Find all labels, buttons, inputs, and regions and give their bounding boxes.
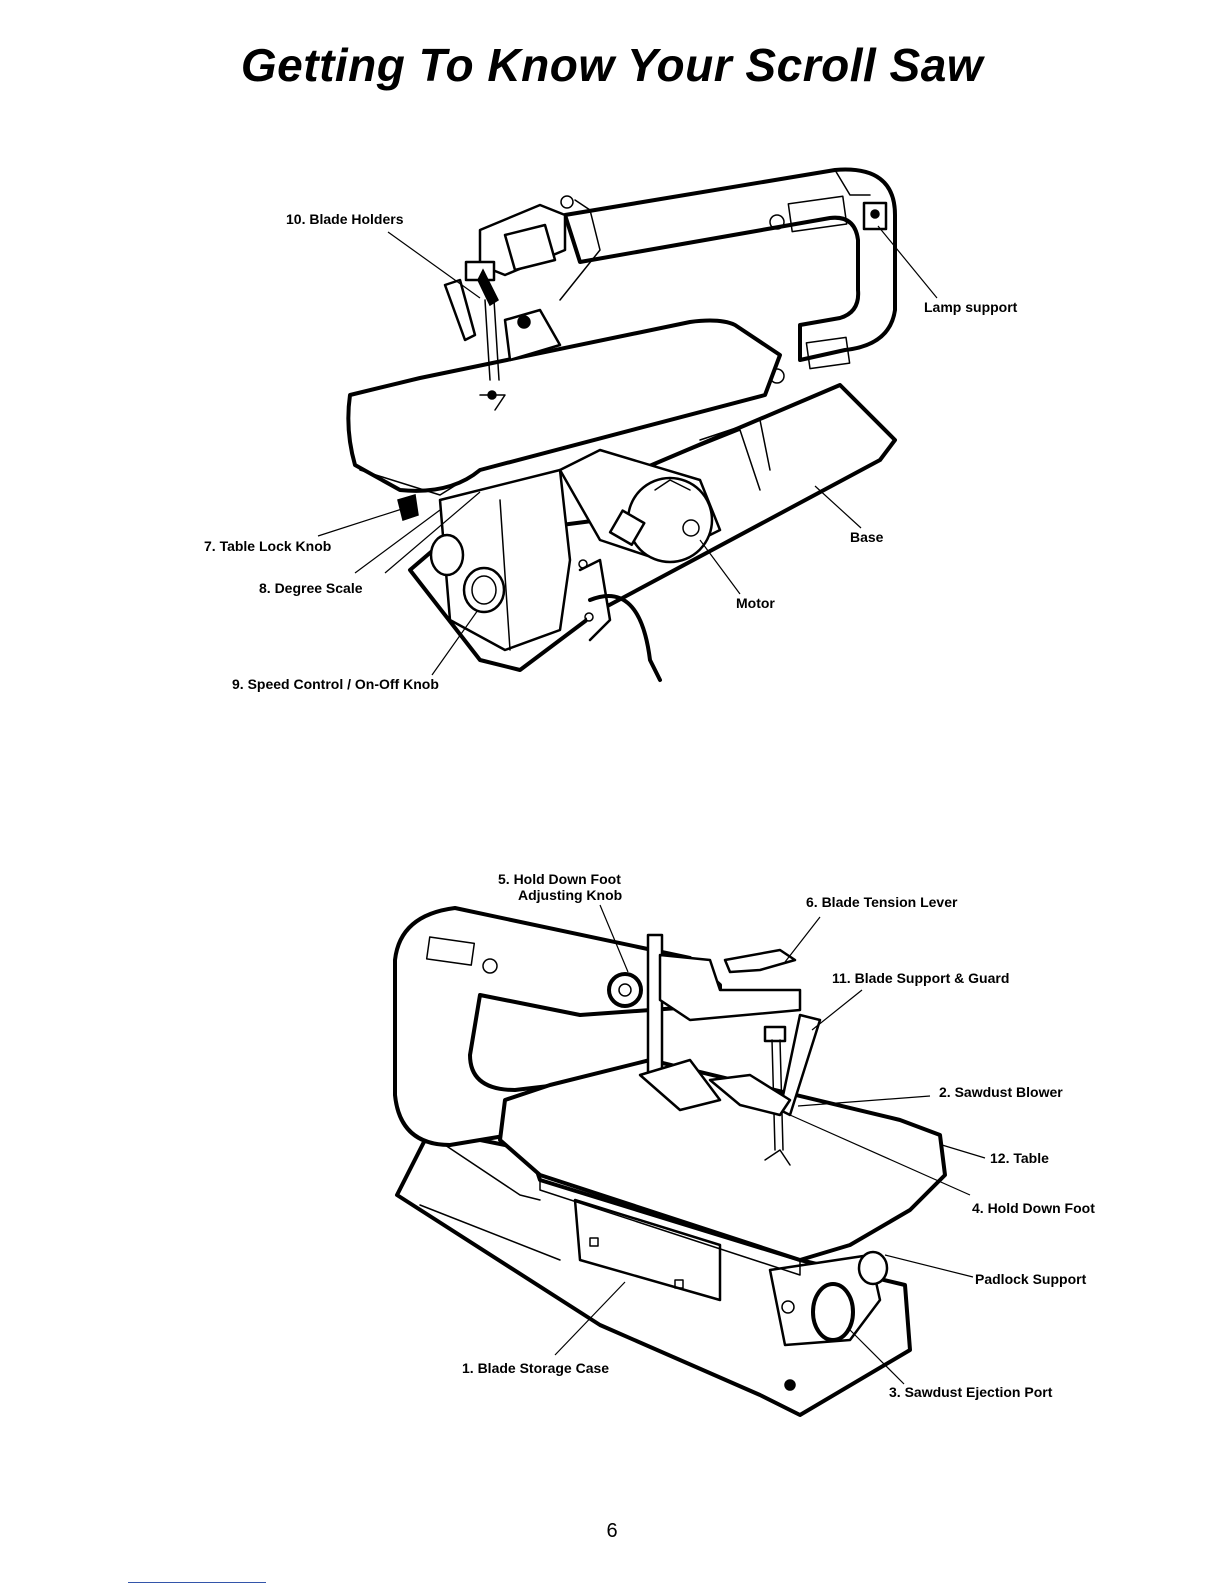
label-base: Base [850,529,884,545]
label-lamp-support: Lamp support [924,299,1018,315]
label-blade-storage-case: 1. Blade Storage Case [462,1360,609,1376]
label-sawdust-blower: 2. Sawdust Blower [939,1084,1063,1100]
page-number: 6 [606,1520,618,1542]
label-blade-holders: 10. Blade Holders [286,211,404,227]
top-scroll-saw-illustration: 10. Blade Holders Lamp support Base 7. T… [204,167,1018,692]
label-hold-down-foot-knob-line1: 5. Hold Down Foot [498,871,621,887]
label-degree-scale: 8. Degree Scale [259,580,363,596]
label-table-lock-knob: 7. Table Lock Knob [204,538,331,554]
label-hold-down-foot-knob-line2: Adjusting Knob [518,887,622,903]
label-sawdust-ejection-port: 3. Sawdust Ejection Port [889,1384,1053,1400]
bottom-scroll-saw-illustration: 5. Hold Down Foot Adjusting Knob 6. Blad… [393,871,1095,1417]
label-motor: Motor [736,595,775,611]
label-blade-tension-lever: 6. Blade Tension Lever [806,894,958,910]
footer-rule [128,1582,266,1583]
label-speed-control: 9. Speed Control / On-Off Knob [232,676,439,692]
label-blade-support-guard: 11. Blade Support & Guard [832,970,1009,986]
label-table: 12. Table [990,1150,1049,1166]
page-title: Getting To Know Your Scroll Saw [240,39,984,91]
label-hold-down-foot: 4. Hold Down Foot [972,1200,1095,1216]
label-padlock-support: Padlock Support [975,1271,1087,1287]
